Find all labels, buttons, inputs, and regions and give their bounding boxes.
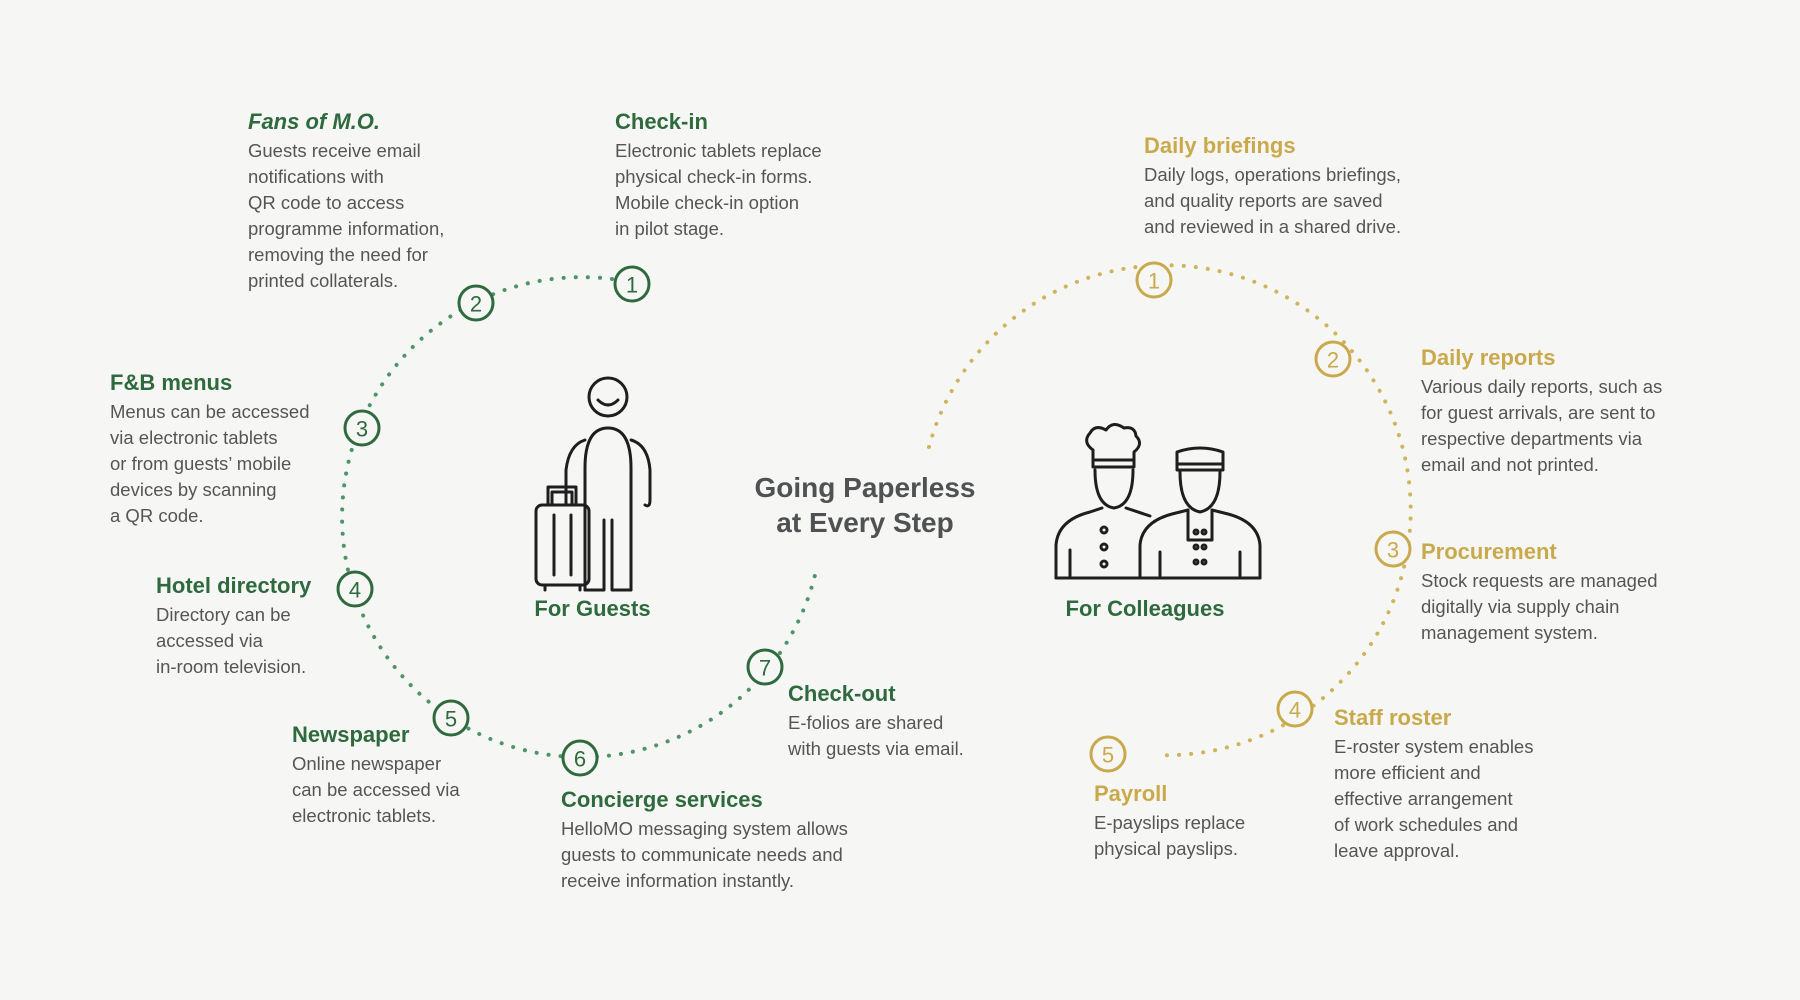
step-title: Check-out [788, 681, 896, 706]
colleague-node-3 [1374, 530, 1412, 568]
guest-node-4 [336, 570, 374, 608]
colleague-node-2 [1314, 340, 1352, 378]
step-title: Procurement [1421, 539, 1557, 564]
step-description: E-folios are shared with guests via emai… [788, 712, 964, 759]
step-description: Various daily reports, such as for guest… [1421, 376, 1663, 475]
step-title: Staff roster [1334, 705, 1452, 730]
colleague-node-number-3: 3 [1387, 538, 1399, 563]
step-description: E-roster system enables more efficient a… [1334, 736, 1534, 861]
step-title: Hotel directory [156, 573, 312, 598]
guest-node-number-7: 7 [759, 656, 771, 681]
guest-node-1 [613, 265, 651, 303]
step-description: Stock requests are managed digitally via… [1421, 570, 1658, 643]
guest-step-fnb-menus: F&B menus Menus can be accessed via elec… [110, 369, 310, 529]
step-description: Online newspaper can be accessed via ele… [292, 753, 460, 826]
guests-caption: For Guests [534, 596, 651, 621]
colleague-step-payroll: Payroll E-payslips replace physical pays… [1094, 780, 1245, 862]
colleagues-caption: For Colleagues [1065, 596, 1225, 621]
guest-step-check-in: Check-in Electronic tablets replace phys… [615, 108, 822, 242]
step-description: Directory can be accessed via in-room te… [156, 604, 307, 677]
guest-node-number-5: 5 [445, 707, 457, 732]
colleague-node-5 [1089, 735, 1127, 773]
colleague-node-number-1: 1 [1148, 269, 1160, 294]
step-title: Payroll [1094, 781, 1168, 806]
guest-step-concierge-services: Concierge services HelloMO messaging sys… [561, 786, 848, 894]
guest-step-check-out: Check-out E-folios are shared with guest… [788, 680, 964, 762]
guest-step-fans-of-mo: Fans of M.O. Guests receive email notifi… [248, 108, 444, 294]
guest-node-number-6: 6 [574, 747, 586, 772]
step-title: Newspaper [292, 722, 410, 747]
colleague-node-number-4: 4 [1289, 698, 1301, 723]
step-description: E-payslips replace physical payslips. [1094, 812, 1246, 859]
center-title: Going Paperless at Every Step [754, 472, 976, 538]
guest-node-6 [561, 739, 599, 777]
step-title: Fans of M.O. [248, 109, 380, 134]
step-description: Daily logs, operations briefings, and qu… [1144, 164, 1402, 237]
colleague-node-4 [1276, 690, 1314, 728]
step-title: F&B menus [110, 370, 233, 395]
colleague-step-daily-reports: Daily reports Various daily reports, suc… [1421, 344, 1662, 478]
guest-node-number-2: 2 [470, 292, 482, 317]
guest-node-number-3: 3 [356, 417, 368, 442]
traveller-with-luggage-icon [534, 376, 652, 592]
guest-node-5 [432, 699, 470, 737]
step-description: HelloMO messaging system allows guests t… [561, 818, 848, 891]
step-title: Daily briefings [1144, 133, 1296, 158]
step-title: Concierge services [561, 787, 763, 812]
step-description: Guests receive email notifications with … [248, 140, 445, 291]
colleague-node-1 [1135, 261, 1173, 299]
guest-node-number-4: 4 [349, 578, 361, 603]
step-description: Menus can be accessed via electronic tab… [110, 401, 310, 526]
step-title: Daily reports [1421, 345, 1556, 370]
colleague-step-daily-briefings: Daily briefings Daily logs, operations b… [1144, 132, 1401, 240]
guest-step-newspaper: Newspaper Online newspaper can be access… [292, 721, 460, 829]
guest-node-3 [343, 409, 381, 447]
colleague-node-number-2: 2 [1327, 348, 1339, 373]
guest-node-2 [457, 284, 495, 322]
colleague-step-staff-roster: Staff roster E-roster system enables mor… [1334, 704, 1533, 864]
guest-step-hotel-directory: Hotel directory Directory can be accesse… [156, 572, 311, 680]
colleague-step-procurement: Procurement Stock requests are managed d… [1421, 538, 1658, 646]
step-title: Check-in [615, 109, 708, 134]
step-description: Electronic tablets replace physical chec… [615, 140, 822, 239]
colleague-node-number-5: 5 [1102, 743, 1114, 768]
chef-and-bellboy-icon [1054, 423, 1262, 580]
guest-node-7 [746, 648, 784, 686]
guest-node-number-1: 1 [626, 273, 638, 298]
